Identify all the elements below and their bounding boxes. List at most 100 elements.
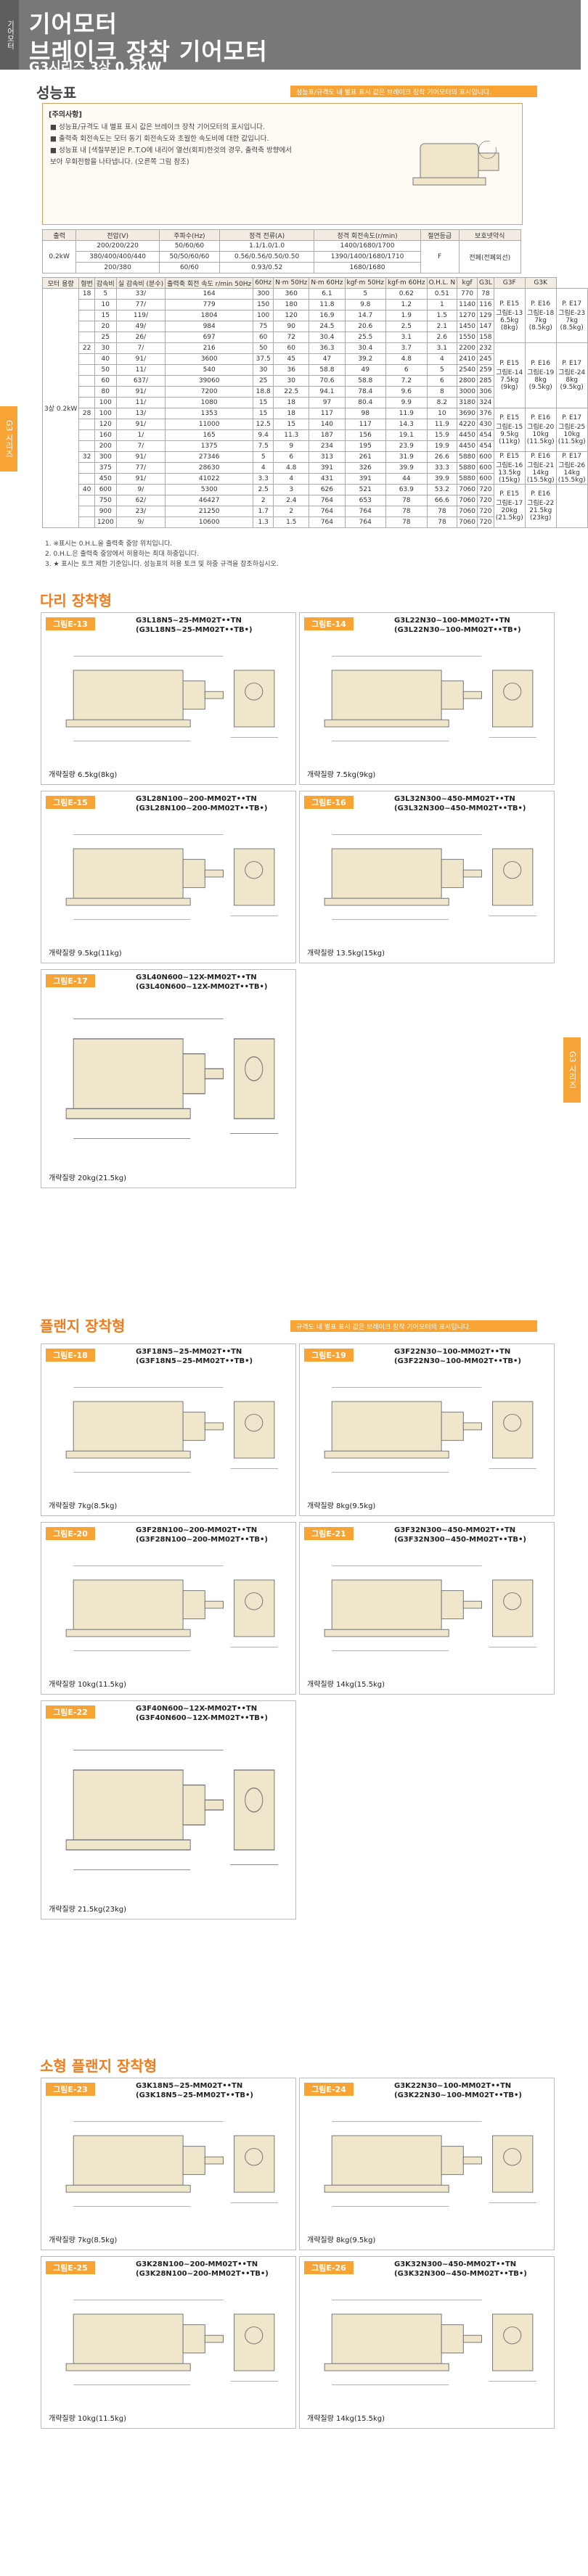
title-line2: 브레이크 장착 기어모터 <box>29 38 268 65</box>
perf-cell: 30 <box>273 375 310 387</box>
figure-ref-cell[interactable]: P. E16 그림E-22 21.5kg (23kg) <box>524 484 557 528</box>
perf-cell: 3690 <box>457 408 478 419</box>
perf-cell: 2200 <box>457 342 478 354</box>
figure-tag[interactable]: 그림E-16 <box>304 796 354 809</box>
figure-tag[interactable]: 그림E-15 <box>46 796 95 809</box>
group-title-flange: 플랜지 장착형 <box>40 1317 126 1335</box>
perf-cell: 90 <box>273 321 310 332</box>
perf-cell <box>78 429 95 441</box>
perf-header: G3K <box>524 277 557 289</box>
perf-cell: 11.3 <box>273 429 310 441</box>
figure-tag[interactable]: 그림E-21 <box>304 1527 354 1540</box>
footnote: 3. ★ 표시는 토크 제한 기준입니다. 성능표의 허용 토크 및 하중 규격… <box>45 561 279 568</box>
side-tab-right[interactable]: G3 시리즈 <box>563 1037 581 1103</box>
figure-ref-cell[interactable]: P. E15 그림E-16 13.5kg (15kg) <box>493 451 526 485</box>
perf-cell: 33/ <box>115 288 166 300</box>
perf-cell: 1.9 <box>385 310 428 321</box>
perf-cell: 40 <box>94 353 117 365</box>
figure-ref-cell[interactable]: P. E15 그림E-15 9.5kg (11kg) <box>493 408 526 452</box>
perf-cell: 770 <box>457 288 478 300</box>
figure-tag[interactable]: 그림E-25 <box>46 2261 95 2274</box>
figure-ref-cell[interactable]: P. E17 그림E-25 10kg (11.5kg) <box>555 408 588 452</box>
figure-ref-cell[interactable]: P. E15 그림E-14 7.5kg (9kg) <box>493 342 526 408</box>
perf-cell: 9/ <box>115 517 166 528</box>
perf-cell: 600 <box>477 451 494 463</box>
perf-cell: 10 <box>426 408 458 419</box>
figure-ref-cell[interactable]: P. E15 그림E-13 6.5kg (8kg) <box>493 288 526 343</box>
figure-tag[interactable]: 그림E-20 <box>46 1527 95 1540</box>
figure-tag[interactable]: 그림E-17 <box>46 974 95 987</box>
perf-cell: 300 <box>94 451 117 463</box>
model-number: G3F18N5~25-MM02T••TN <box>136 1348 242 1356</box>
perf-cell: 3.3 <box>253 473 274 485</box>
perf-cell: 80.4 <box>344 397 387 408</box>
figure-tag[interactable]: 그림E-19 <box>304 1349 354 1362</box>
perf-cell: 24.5 <box>309 321 346 332</box>
perf-cell: 600 <box>477 473 494 485</box>
perf-cell: 2.1 <box>426 321 458 332</box>
performance-banner: 성능표/규격도 내 별표 표시 값은 브레이크 장착 기어모터의 표시입니다. <box>290 86 537 97</box>
figure-ref-cell[interactable]: P. E17 그림E-24 8kg (9.5kg) <box>555 342 588 408</box>
figure-ref-cell[interactable]: P. E17 그림E-26 14kg (15.5kg) <box>555 451 588 485</box>
spec-cell: 0.93/0.52 <box>219 262 315 273</box>
perf-cell: 26/ <box>115 332 166 343</box>
perf-cell: 18 <box>273 408 310 419</box>
figure-tag[interactable]: 그림E-14 <box>304 617 354 630</box>
perf-cell: 91/ <box>115 473 166 485</box>
model-number: G3F28N100~200-MM02T••TN <box>136 1526 258 1534</box>
figure-ref-cell[interactable]: P. E16 그림E-19 8kg (9.5kg) <box>524 342 557 408</box>
perf-cell: 78 <box>385 517 428 528</box>
perf-cell: 200 <box>94 440 117 452</box>
spec-cell: F <box>420 240 460 273</box>
figure-ref-cell[interactable]: P. E16 그림E-21 14kg (15.5kg) <box>524 451 557 485</box>
perf-cell: 5880 <box>457 473 478 485</box>
side-tab-left[interactable]: G3 시리즈 <box>0 406 17 472</box>
perf-cell: 4 <box>426 353 458 365</box>
figure-tag[interactable]: 그림E-26 <box>304 2261 354 2274</box>
perf-cell: 158 <box>477 332 494 343</box>
title-line3: G3시리즈 3상 0.2kW <box>29 59 162 75</box>
figure-tag[interactable]: 그림E-18 <box>46 1349 95 1362</box>
perf-cell: 3000 <box>457 386 478 398</box>
perf-cell: 78 <box>426 517 458 528</box>
figure-ref-cell[interactable]: P. E16 그림E-18 7kg (8.5kg) <box>524 288 557 343</box>
perf-cell: 25.5 <box>344 332 387 343</box>
perf-cell: 720 <box>477 495 494 506</box>
perf-cell: 27346 <box>165 451 254 463</box>
perf-cell: 3.1 <box>426 342 458 354</box>
figure-ref-cell[interactable]: P. E16 그림E-20 10kg (11.5kg) <box>524 408 557 452</box>
figure-tag[interactable]: 그림E-13 <box>46 617 95 630</box>
perf-cell: 78 <box>477 288 494 300</box>
perf-cell: 165 <box>165 429 254 441</box>
spec-header: 정격 회전속도(r/min) <box>314 229 421 241</box>
perf-cell: 391 <box>344 473 387 485</box>
technical-drawing <box>324 656 536 741</box>
model-number-brake: (G3F18N5~25-MM02T••TB•) <box>136 1357 253 1365</box>
perf-cell: 1.5 <box>426 310 458 321</box>
figure-tag[interactable]: 그림E-24 <box>304 2083 354 2096</box>
figure-ref-cell[interactable] <box>555 484 588 528</box>
figure-tag[interactable]: 그림E-23 <box>46 2083 95 2096</box>
perf-cell: 156 <box>344 429 387 441</box>
perf-cell: 8 <box>426 386 458 398</box>
figure-tag[interactable]: 그림E-22 <box>46 1705 95 1719</box>
perf-cell: 32 <box>78 451 95 463</box>
approx-weight: 개략질량 7.5kg(9kg) <box>307 771 376 779</box>
footnote: 1. ※표시는 0.H.L.을 출력축 중앙 위치입니다. <box>45 540 173 548</box>
technical-drawing <box>324 2121 536 2207</box>
perf-cell: 1.7 <box>253 506 274 517</box>
perf-cell: 324 <box>477 397 494 408</box>
technical-drawing <box>324 2300 536 2385</box>
perf-cell: 1353 <box>165 408 254 419</box>
figure-ref-cell[interactable]: P. E15 그림E-17 20kg (21.5kg) <box>493 484 526 528</box>
figure-ref-cell[interactable]: P. E17 그림E-23 7kg (8.5kg) <box>555 288 588 343</box>
perf-header: 60Hz <box>253 277 274 289</box>
perf-cell <box>78 397 95 408</box>
perf-cell: 4 <box>273 473 310 485</box>
